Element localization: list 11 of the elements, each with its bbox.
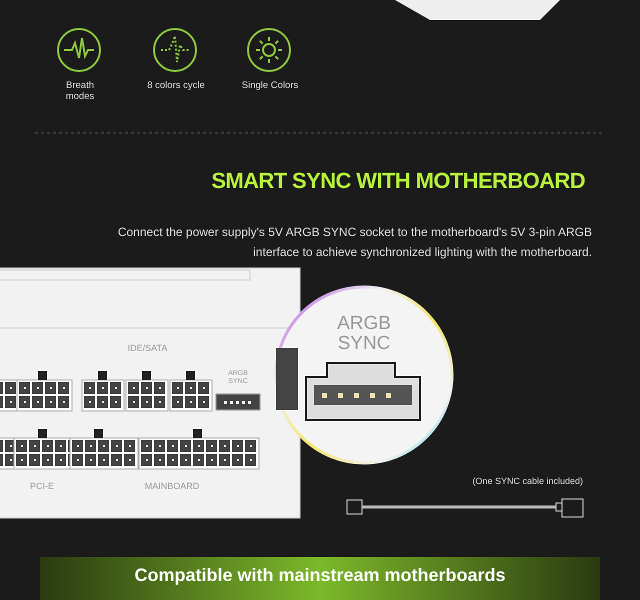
icon-caption: Single Colors bbox=[240, 80, 300, 91]
icon-caption: 8 colors cycle bbox=[146, 80, 206, 91]
connector-group-label: MAINBOARD bbox=[144, 481, 200, 491]
connector-group-label: PCI-E bbox=[28, 481, 55, 491]
connector-label: ARGB SYNC bbox=[336, 314, 392, 354]
banner-text: Compatible with mainstream motherboards bbox=[133, 565, 507, 586]
connector-group-label: IDE/SATA bbox=[126, 343, 168, 353]
icon-caption: Breath modes bbox=[64, 80, 96, 102]
heading: SMART SYNC WITH MOTHERBOARD bbox=[211, 168, 585, 194]
note: (One SYNC cable included) bbox=[471, 476, 583, 486]
description: Connect the power supply's 5V ARGB SYNC socket to the motherboard's 5V 3-pin ARGB interface to achieve synchronized lighting with the motherboard. bbox=[116, 224, 592, 261]
